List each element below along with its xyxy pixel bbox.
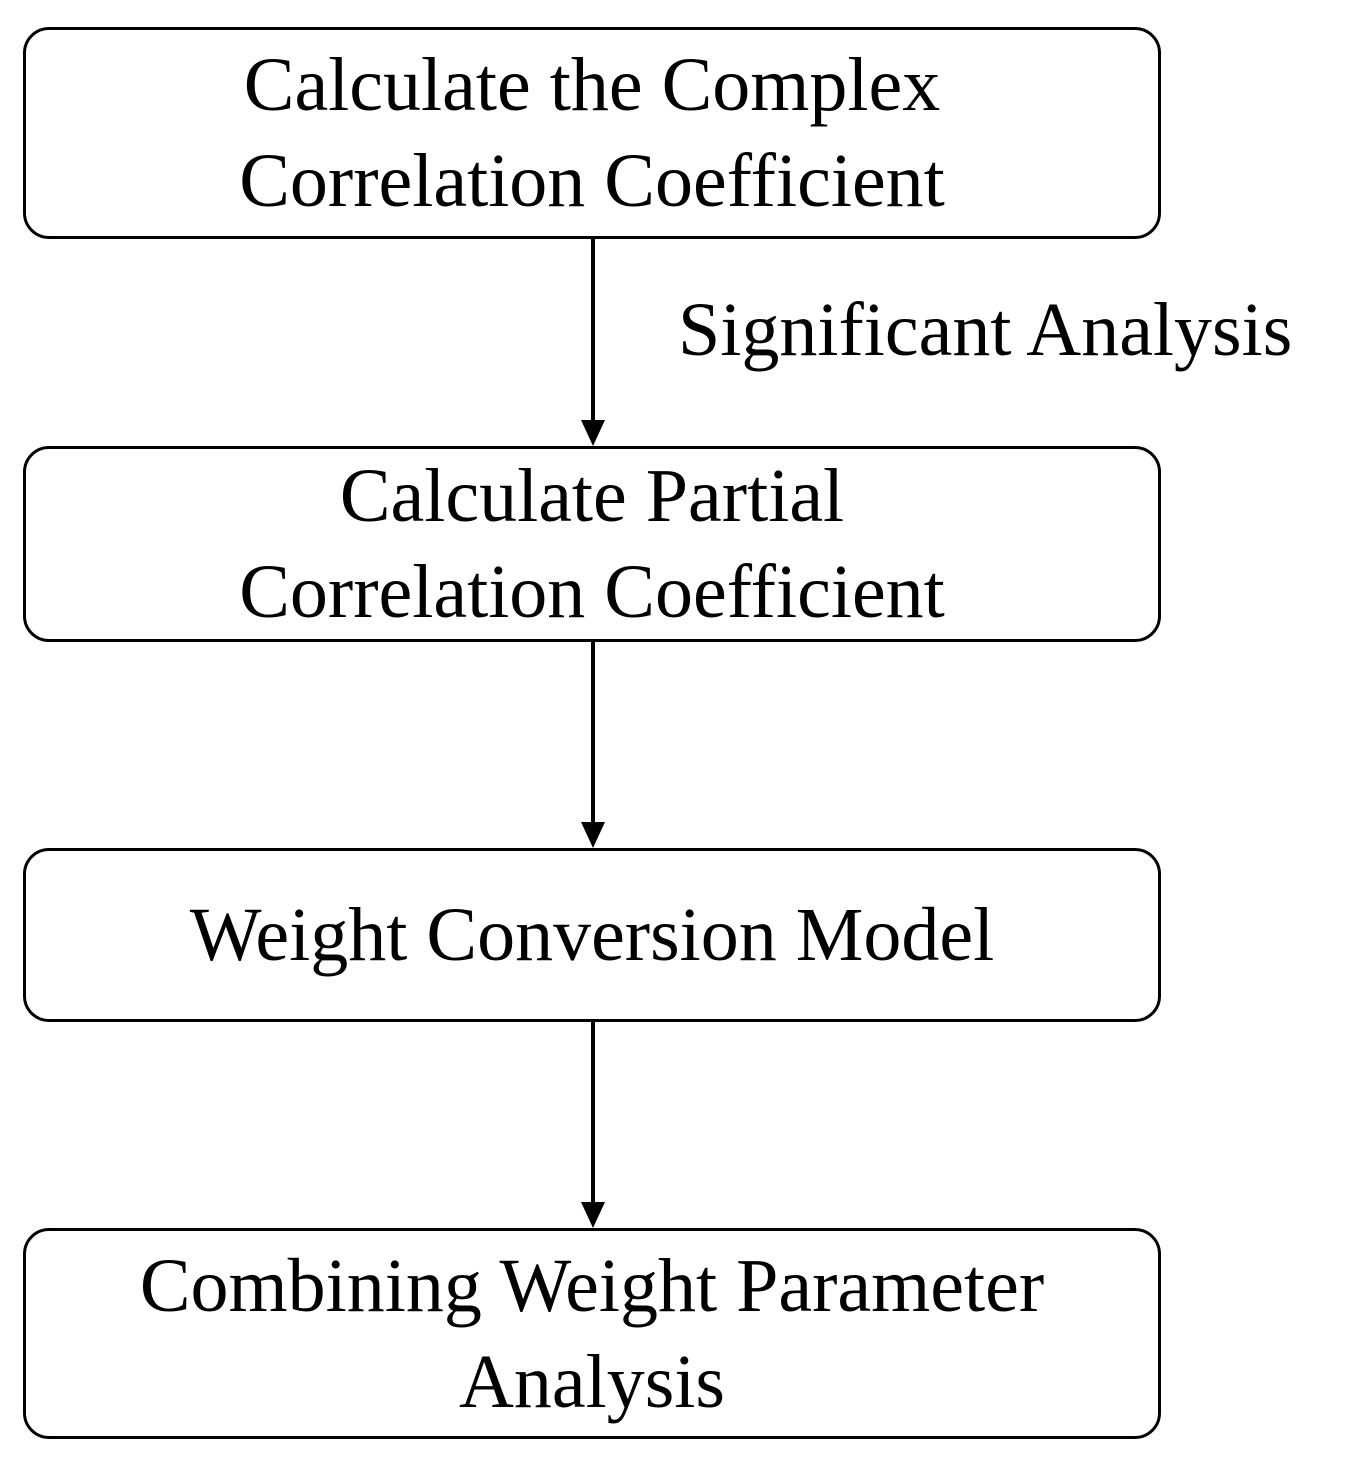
node-complex-correlation: Calculate the Complex Correlation Coeffi… — [23, 27, 1161, 239]
node-weight-conversion-model: Weight Conversion Model — [23, 848, 1161, 1022]
arrow-3-to-4 — [581, 1022, 605, 1228]
node-label: Calculate Partial Correlation Coefficien… — [239, 454, 945, 634]
node-label: Combining Weight Parameter Analysis — [139, 1243, 1045, 1424]
node-combining-weight-parameter: Combining Weight Parameter Analysis — [23, 1228, 1161, 1439]
edge-label-significant-analysis: Significant Analysis — [678, 288, 1293, 372]
node-partial-correlation: Calculate Partial Correlation Coefficien… — [23, 446, 1161, 642]
arrow-2-to-3 — [581, 642, 605, 848]
node-label: Weight Conversion Model — [189, 893, 995, 977]
arrow-1-to-2 — [581, 239, 605, 446]
node-label: Calculate the Complex Correlation Coeffi… — [239, 43, 945, 223]
